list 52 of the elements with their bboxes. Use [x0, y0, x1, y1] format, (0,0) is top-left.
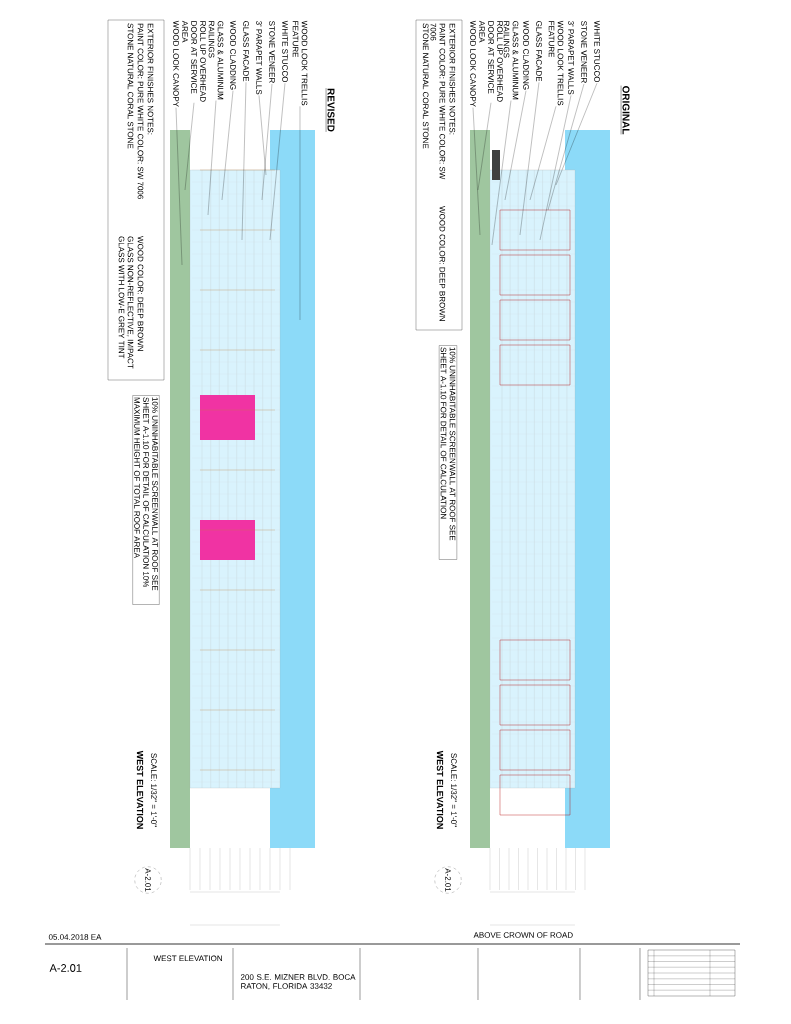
leader-line [555, 83, 598, 186]
callout-label: GLASS & ALUMINUM RAILINGS [208, 21, 224, 100]
leader-line [472, 107, 481, 236]
sheet-tag: A-2.01 [134, 866, 162, 894]
callout-label: ROLL UP OVERHEAD DOOR AT SERVICE AREA [182, 20, 206, 102]
address-text: 200 S.E. MIZNER BLVD. BOCA RATON, FLORIDA 33432 [240, 974, 356, 990]
note-text: ABOVE CROWN OF ROAD [473, 932, 573, 938]
notes-box: EXTERIOR FINISHES NOTES: PAINT COLOR: PURE WHITE COLOR: SW 7006 WOOD COLOR: DEEP BROWN STONE NATURAL CORAL STONE GLASS NON-REFLECTIVE, IMPACT GLASS WITH LOW-E GREY TINT [107, 19, 165, 381]
leader-line [261, 83, 273, 201]
callout-label: WOOD CLADDING [523, 20, 529, 90]
callout-label: GLASS FACADE [243, 21, 249, 82]
leader-line [241, 82, 247, 241]
note-box: 10% UNINHABITABLE SCREENWALL AT ROOF SEE SHEET A-1.10 FOR DETAIL OF CALCULATION [439, 345, 457, 560]
callout-label: WHITE STUCCO [594, 20, 600, 83]
leader-line [221, 90, 234, 201]
sheet-name: WEST ELEVATION [153, 955, 222, 962]
callout-label: STONE VENEER [581, 21, 587, 83]
leader-line [504, 90, 527, 201]
note-text: 05.04.2018 EA [48, 934, 102, 940]
scale-note: SCALE: 1/32" = 1'-0" [451, 753, 457, 827]
callout-label: ROLL UP OVERHEAD DOOR AT SERVICE AREA [479, 20, 503, 102]
view-title: WEST ELEVATION [136, 750, 144, 829]
callout-label: WHITE STUCCO [282, 20, 288, 83]
callout-label: WOOD LOOK CANOPY [470, 20, 476, 107]
leader-line [491, 100, 512, 246]
leader-line [184, 102, 195, 191]
leader-line [519, 82, 540, 236]
leader-line [207, 100, 217, 216]
callout-label: STONE VENEER [269, 21, 275, 83]
view-title: WEST ELEVATION [436, 750, 444, 829]
leader-line [269, 83, 286, 241]
callout-label: WOOD CLADDING [230, 20, 236, 90]
note-box: 10% UNINHABITABLE SCREENWALL AT ROOF SEE SHEET A-1.10 FOR DETAIL OF CALCULATION 10% MAXIMUM HEIGHT OF TOTAL ROOF AREA [132, 395, 160, 605]
view-title: REVISED [325, 87, 335, 133]
callout-label: 3' PARAPET WALLS [568, 21, 574, 95]
sheet-tag: A-2.01 [434, 866, 462, 894]
notes-box: EXTERIOR FINISHES NOTES: PAINT COLOR: PURE WHITE COLOR: SW 7006 WOOD COLOR: DEEP BROWN STONE NATURAL CORAL STONE [415, 19, 463, 331]
callout-label: GLASS FACADE [536, 21, 542, 82]
leader-line [547, 83, 585, 211]
leader-line [539, 95, 572, 241]
callout-label: WOOD LOOK TRELLIS FEATURE [292, 20, 308, 106]
scale-note: SCALE: 1/32" = 1'-0" [151, 753, 157, 827]
callout-label: WOOD LOOK CANOPY [173, 20, 179, 107]
callout-label: GLASS & ALUMINUM RAILINGS [503, 21, 519, 100]
leader-line [529, 106, 557, 201]
leader-line [477, 102, 492, 191]
callout-label: WOOD LOOK TRELLIS FEATURE [548, 20, 564, 106]
view-title: ORIGINAL [620, 85, 630, 135]
leader-line [175, 107, 183, 266]
sheet-number: A-2.01 [49, 964, 82, 972]
leader-line [258, 95, 267, 176]
callout-label: 3' PARAPET WALLS [256, 21, 262, 95]
